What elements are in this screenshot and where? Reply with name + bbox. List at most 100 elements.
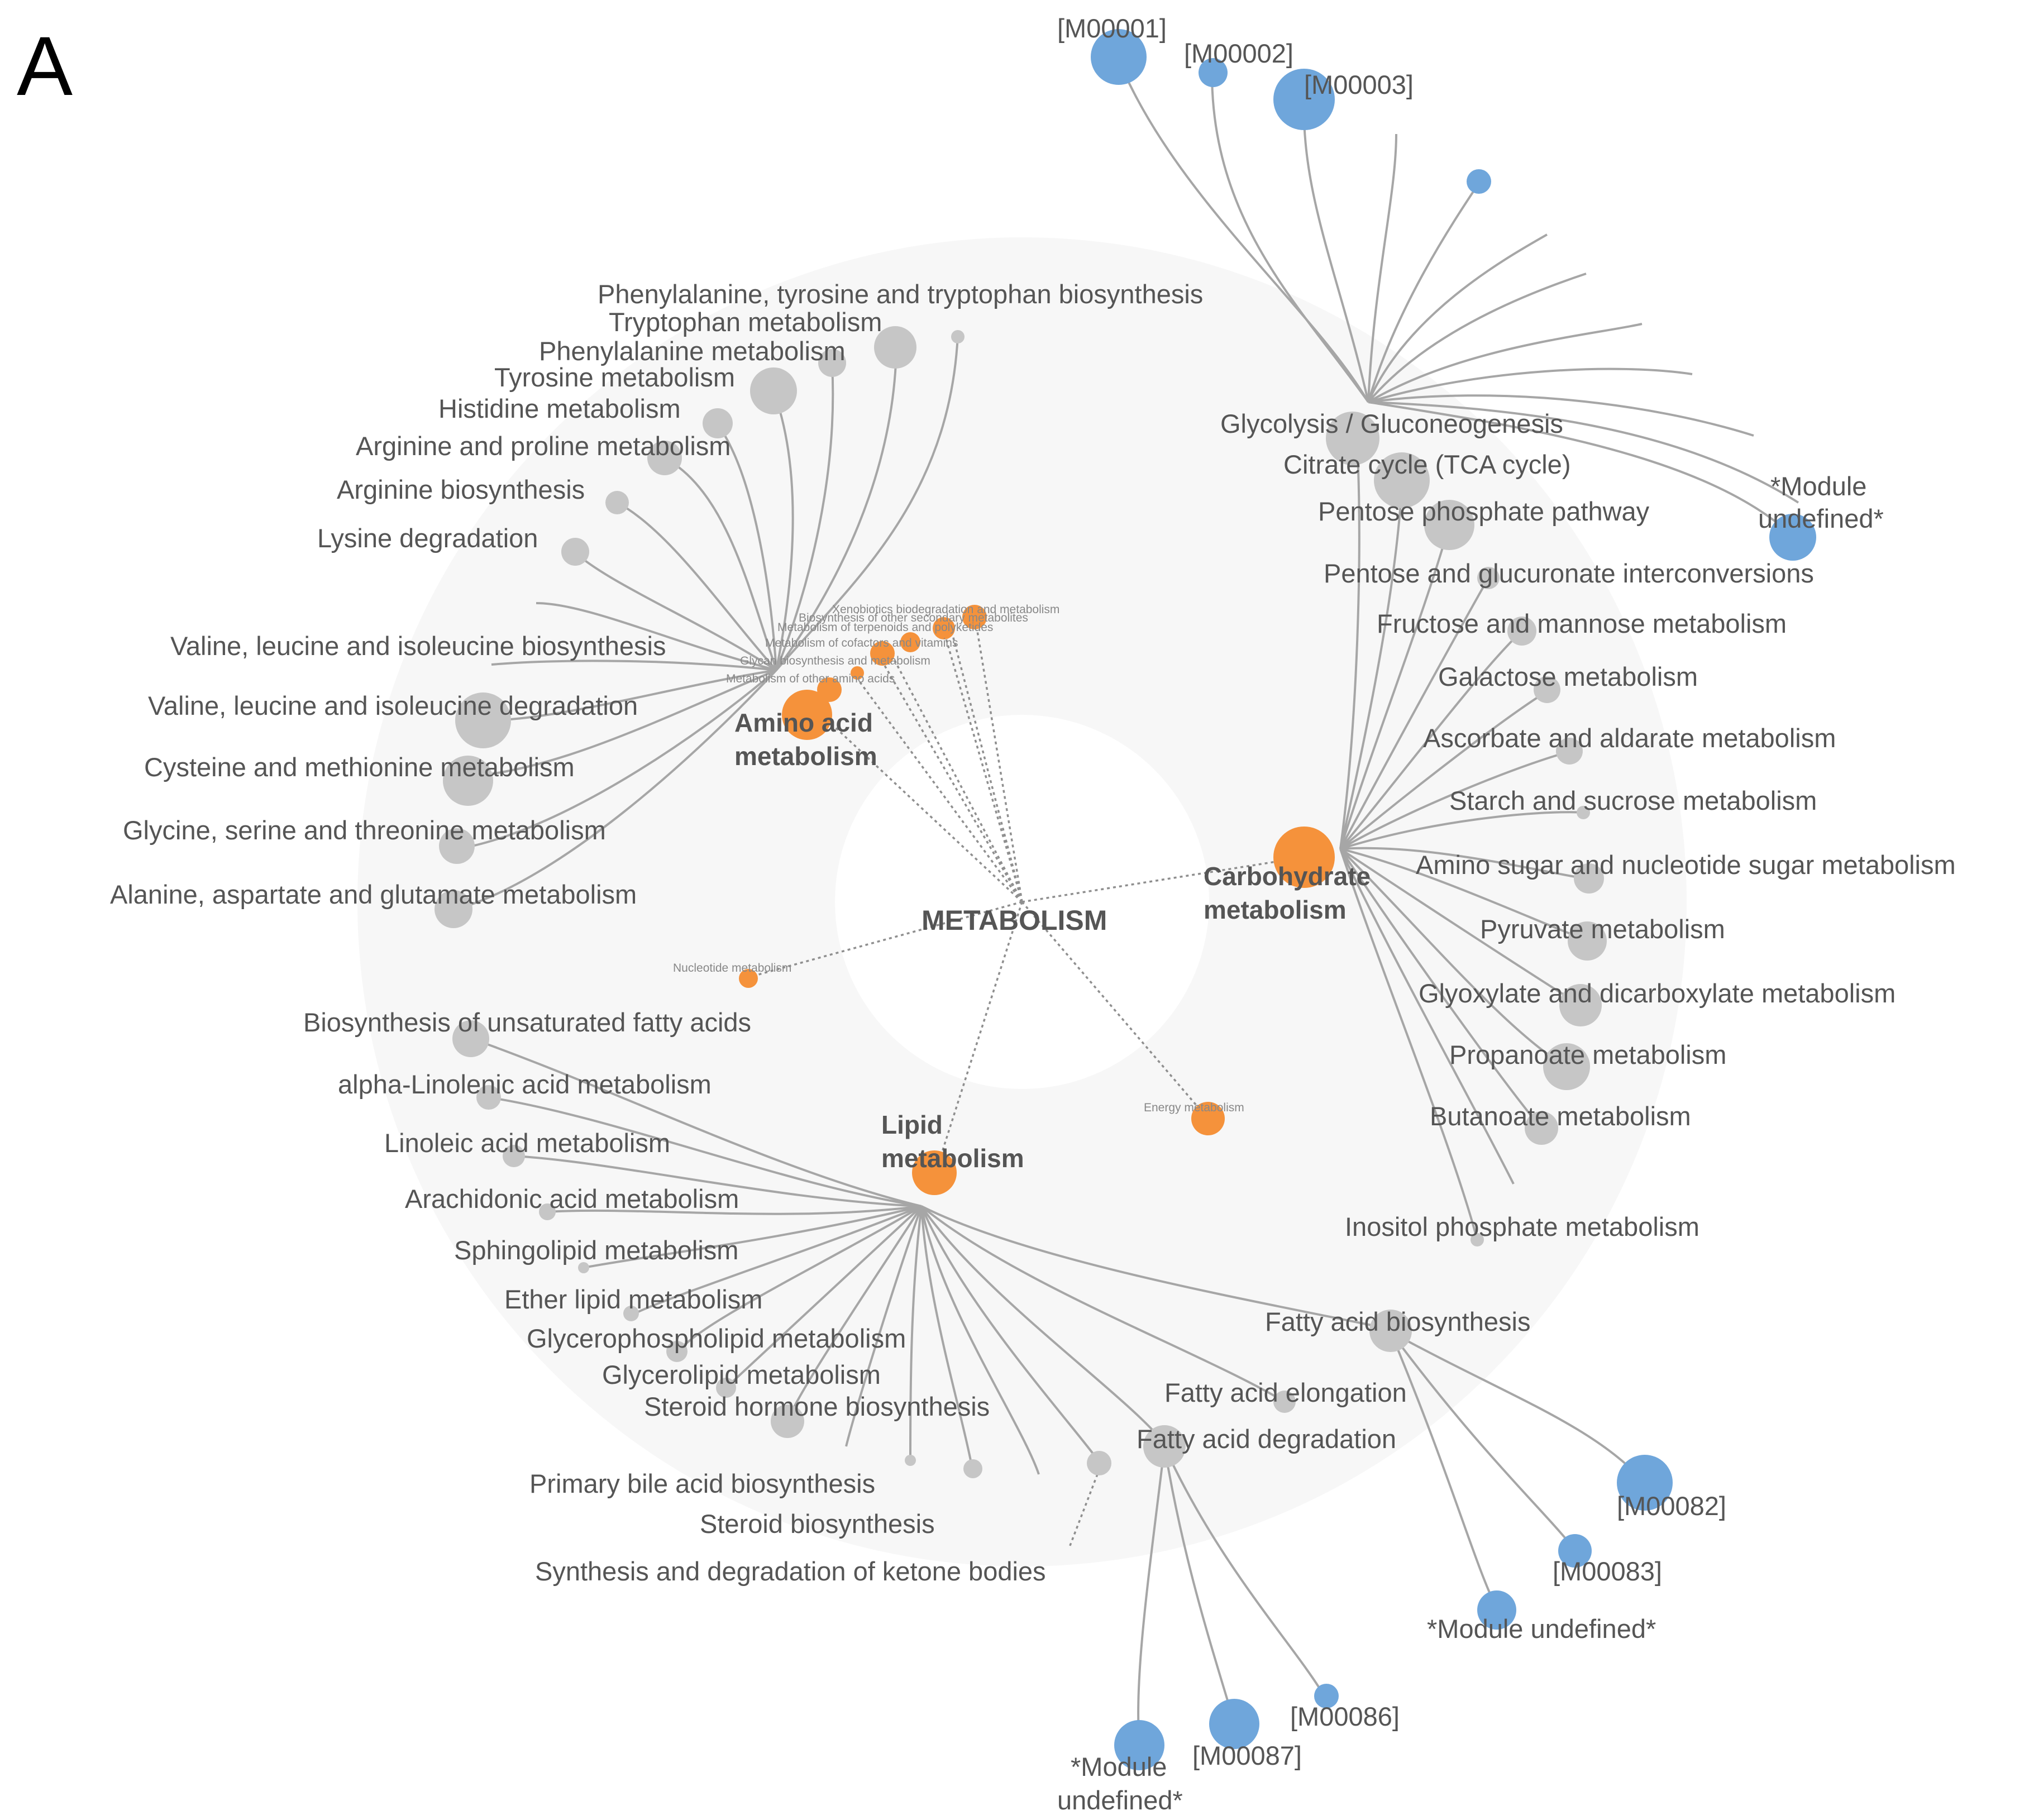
- xenobiotics-node: [962, 605, 987, 629]
- module-undefined-fab-node: [1477, 1590, 1516, 1630]
- module-label: [M00082]: [1617, 1491, 1726, 1521]
- module-undefined-glycolysis-node: [1769, 514, 1816, 561]
- fa-degradation-module-labels: [M00086] [M00087] *Module undefined*: [1057, 1702, 1400, 1815]
- pathway-label: Glycolysis / Gluconeogenesis: [1220, 409, 1563, 438]
- pathway-label: Biosynthesis of unsaturated fatty acids: [303, 1007, 751, 1037]
- pathway-label: Starch and sucrose metabolism: [1449, 786, 1817, 815]
- pathway-label: Valine, leucine and isoleucine degradati…: [148, 691, 638, 720]
- glycan-label: Glycan biosynthesis and metabolism: [740, 655, 930, 667]
- cofactors-node: [870, 641, 895, 666]
- pathway-label: Glycerophospholipid metabolism: [527, 1324, 906, 1353]
- xenobiotics-label: Xenobiotics biodegradation and metabolis…: [832, 603, 1059, 616]
- terpenoids-node: [900, 632, 920, 652]
- module-m00087-node: [1209, 1699, 1259, 1749]
- pathway-label: Fatty acid degradation: [1137, 1424, 1396, 1454]
- pathway-label: Butanoate metabolism: [1430, 1101, 1691, 1131]
- root-link-cofactors: [887, 647, 1023, 902]
- nucleotide-label: Nucleotide metabolism: [673, 962, 791, 975]
- pathway-label: Glycine, serine and threonine metabolism: [123, 815, 606, 845]
- glycolysis-module-labels: [M00001] [M00002] [M00003] *Module undef…: [1057, 13, 1884, 533]
- other-secondary-node: [933, 617, 955, 639]
- pathway-label: Valine, leucine and isoleucine biosynthe…: [170, 631, 666, 661]
- module-m00082-node: [1617, 1455, 1673, 1511]
- module-label: *Module: [1770, 471, 1866, 501]
- pathway-label: Pyruvate metabolism: [1480, 914, 1725, 944]
- glycan-node: [851, 666, 864, 680]
- fa-biosynthesis-module-edges: [1390, 1331, 1646, 1609]
- module-m00001-node: [1091, 29, 1147, 85]
- carbohydrate-node: [1273, 827, 1335, 888]
- pathway-label: Histidine metabolism: [438, 394, 681, 423]
- terpenoids-label: Metabolism of terpenoids and polyketides: [777, 621, 993, 634]
- pathway-label: Arachidonic acid metabolism: [405, 1184, 739, 1214]
- other-amino-node: [817, 677, 842, 702]
- pathway-label: Tryptophan metabolism: [609, 307, 882, 337]
- module-label: undefined*: [1758, 504, 1884, 533]
- root-link-nucleotide: [748, 901, 1023, 978]
- module-undefined-fad-node: [1114, 1720, 1164, 1770]
- carbohydrate-label-line2: metabolism: [1204, 895, 1347, 924]
- root-link-terpenoids: [943, 630, 1023, 902]
- module-label: [M00003]: [1304, 70, 1414, 99]
- carbohydrate-label-line1: Carbohydrate: [1204, 862, 1371, 891]
- carb-pathway-labels: Glycolysis / Gluconeogenesis Citrate cyc…: [1220, 409, 1956, 1241]
- nucleotide-node: [739, 969, 758, 988]
- carb-pathway-nodes: [1326, 412, 1607, 1246]
- module-label: [M00001]: [1057, 13, 1167, 43]
- lipid-pathway-nodes: [452, 1020, 1412, 1478]
- pathway-label: Alanine, aspartate and glutamate metabol…: [110, 880, 637, 909]
- amino-pathway-nodes: [435, 326, 965, 928]
- module-m00086-node: [1314, 1684, 1339, 1708]
- pathway-label: Fatty acid biosynthesis: [1265, 1307, 1530, 1336]
- fa-biosynthesis-module-labels: [M00082] [M00083] *Module undefined*: [1427, 1491, 1726, 1644]
- pathway-label: Fatty acid elongation: [1164, 1378, 1407, 1407]
- amino-acid-node: [782, 690, 832, 740]
- pathway-label: Ether lipid metabolism: [504, 1284, 762, 1314]
- root-link-carbohydrate: [1021, 856, 1305, 903]
- module-label: *Module undefined*: [1427, 1614, 1656, 1644]
- pathway-label: Glyoxylate and dicarboxylate metabolism: [1419, 978, 1896, 1008]
- energy-node: [1191, 1102, 1225, 1135]
- module-label: [M00002]: [1184, 39, 1293, 68]
- pathway-label: alpha-Linolenic acid metabolism: [338, 1069, 712, 1099]
- pathway-label: Tyrosine metabolism: [494, 362, 735, 392]
- ketone-dotted-link: [1068, 1474, 1099, 1547]
- carb-edges: [1339, 441, 1592, 1240]
- amino-pathway-labels: Phenylalanine, tyrosine and tryptophan b…: [110, 279, 1203, 909]
- module-label: [M00086]: [1290, 1702, 1400, 1731]
- pathway-label: Arginine biosynthesis: [337, 475, 585, 504]
- panel-label: A: [17, 19, 73, 113]
- pathway-label: Inositol phosphate metabolism: [1345, 1212, 1699, 1241]
- energy-label: Energy metabolism: [1144, 1101, 1244, 1114]
- pathway-label: Cysteine and methionine metabolism: [144, 752, 575, 782]
- pathway-label: Amino sugar and nucleotide sugar metabol…: [1416, 850, 1956, 880]
- root-links: [748, 614, 1305, 1547]
- root-link-other-secondary: [948, 622, 1023, 902]
- module-m00002-node: [1199, 58, 1228, 87]
- pathway-label: Phenylalanine metabolism: [539, 336, 846, 366]
- amino-edges: [452, 335, 959, 911]
- amino-acid-label-line1: Amino acid: [734, 708, 873, 737]
- other-amino-label: Metabolism of other amino acids: [726, 672, 895, 685]
- pathway-label: Propanoate metabolism: [1449, 1040, 1726, 1069]
- root-label: METABOLISM: [922, 905, 1107, 936]
- pathway-label: Steroid hormone biosynthesis: [644, 1392, 990, 1421]
- category-nodes: [739, 605, 1335, 1195]
- module-label: [M00083]: [1553, 1556, 1662, 1586]
- pathway-label: Pentose phosphate pathway: [1318, 496, 1650, 526]
- cofactors-label: Metabolism of cofactors and vitamins: [765, 637, 958, 649]
- lipid-pathway-labels: Biosynthesis of unsaturated fatty acids …: [303, 1007, 1530, 1586]
- module-unnamed-node: [1467, 169, 1491, 194]
- amino-acid-label-line2: metabolism: [734, 742, 877, 771]
- pathway-label: Glycerolipid metabolism: [602, 1360, 881, 1389]
- pathway-label: Pentose and glucuronate interconversions: [1324, 558, 1814, 588]
- root-link-energy: [1021, 901, 1207, 1118]
- pathway-label: Synthesis and degradation of ketone bodi…: [535, 1556, 1046, 1586]
- pathway-label: Fructose and mannose metabolism: [1377, 609, 1787, 638]
- pathway-label: Linoleic acid metabolism: [384, 1128, 670, 1158]
- module-label: undefined*: [1057, 1785, 1183, 1815]
- pathway-label: Arginine and proline metabolism: [356, 431, 731, 461]
- pathway-label: Sphingolipid metabolism: [454, 1235, 738, 1265]
